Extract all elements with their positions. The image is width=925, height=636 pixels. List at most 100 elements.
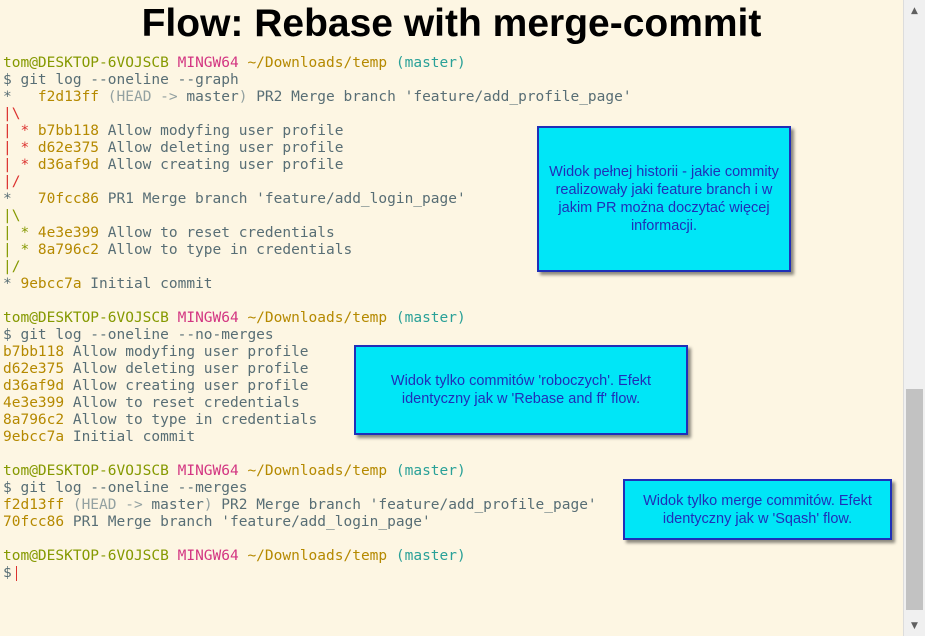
prompt-branch: (master)	[395, 55, 466, 71]
commit-hash: 8a796c2	[3, 412, 65, 428]
ref-head: HEAD ->	[81, 497, 152, 513]
command-line: $ git log --oneline --graph	[3, 72, 239, 89]
page-title: Flow: Rebase with merge-commit	[141, 2, 762, 45]
commit-message: Initial commit	[64, 429, 196, 445]
note-merges-only: Widok tylko merge commitów. Efekt identy…	[623, 479, 892, 540]
prompt-line: tom@DESKTOP-6VOJSCB MINGW64 ~/Downloads/…	[3, 463, 466, 480]
ref-paren: )	[203, 497, 213, 513]
commit-message: PR2 Merge branch 'feature/add_profile_pa…	[247, 89, 632, 105]
graph-row: |\	[3, 208, 21, 224]
prompt-branch: (master)	[395, 548, 466, 564]
commit-message: Initial commit	[81, 276, 213, 292]
commit-hash: 4e3e399	[37, 225, 100, 241]
prompt-line: tom@DESKTOP-6VOJSCB MINGW64 ~/Downloads/…	[3, 548, 466, 565]
prompt-path: ~/Downloads/temp	[247, 548, 388, 564]
commit-hash: 9ebcc7a	[3, 429, 65, 445]
note-full-history: Widok pełnej historii - jakie commity re…	[537, 126, 791, 272]
ref-branch: master	[151, 497, 204, 513]
log-row: f2d13ff (HEAD -> master) PR2 Merge branc…	[3, 497, 597, 514]
graph-row: | * 4e3e399 Allow to reset credentials	[3, 225, 335, 242]
ref-paren: (	[64, 497, 82, 513]
graph-row: | * 8a796c2 Allow to type in credentials	[3, 242, 352, 259]
graph-lines: *	[3, 89, 38, 105]
scroll-down-icon[interactable]: ▼	[911, 620, 918, 631]
commit-hash: d36af9d	[37, 157, 100, 173]
commit-message: Allow to reset credentials	[64, 395, 300, 411]
commit-hash: b7bb118	[3, 344, 65, 360]
graph-lines: | *	[3, 225, 38, 241]
graph-lines: | *	[3, 157, 38, 173]
graph-row: |/	[3, 259, 21, 275]
prompt-line: tom@DESKTOP-6VOJSCB MINGW64 ~/Downloads/…	[3, 310, 466, 327]
commit-message: Allow deleting user profile	[99, 140, 344, 156]
commit-message: Allow modyfing user profile	[64, 344, 309, 360]
graph-row: |/	[3, 174, 21, 190]
graph-row: | * d62e375 Allow deleting user profile	[3, 140, 343, 157]
prompt-shell: MINGW64	[177, 463, 239, 479]
prompt-path: ~/Downloads/temp	[247, 463, 388, 479]
log-row: 8a796c2 Allow to type in credentials	[3, 412, 317, 429]
scrollbar-thumb[interactable]	[906, 389, 923, 610]
command-input-line[interactable]: $	[3, 565, 18, 582]
commit-message: Allow creating user profile	[64, 378, 309, 394]
log-row: d36af9d Allow creating user profile	[3, 378, 309, 395]
graph-row: * f2d13ff (HEAD -> master) PR2 Merge bra…	[3, 89, 632, 106]
text-cursor	[15, 565, 18, 581]
commit-message: Allow to reset credentials	[99, 225, 335, 241]
commit-hash: d62e375	[3, 361, 65, 377]
command-text: git log --oneline --no-merges	[20, 327, 274, 343]
commit-message: Allow to type in credentials	[64, 412, 318, 428]
prompt-line: tom@DESKTOP-6VOJSCB MINGW64 ~/Downloads/…	[3, 55, 466, 72]
scroll-up-icon[interactable]: ▲	[911, 5, 918, 16]
prompt-shell: MINGW64	[177, 310, 239, 326]
terminal-window[interactable]: Flow: Rebase with merge-commit tom@DESKT…	[0, 0, 903, 636]
log-row: 9ebcc7a Initial commit	[3, 429, 195, 446]
graph-lines: | *	[3, 242, 38, 258]
prompt-user: tom@DESKTOP-6VOJSCB	[3, 55, 169, 71]
prompt-branch: (master)	[395, 463, 466, 479]
graph-row: * 70fcc86 PR1 Merge branch 'feature/add_…	[3, 191, 466, 208]
log-row: d62e375 Allow deleting user profile	[3, 361, 309, 378]
prompt-user: tom@DESKTOP-6VOJSCB	[3, 548, 169, 564]
ref-head: HEAD ->	[116, 89, 187, 105]
graph-row: | * d36af9d Allow creating user profile	[3, 157, 343, 174]
prompt-user: tom@DESKTOP-6VOJSCB	[3, 463, 169, 479]
log-row: 70fcc86 PR1 Merge branch 'feature/add_lo…	[3, 514, 431, 531]
commit-hash: d62e375	[37, 140, 100, 156]
ref-paren: )	[238, 89, 248, 105]
commit-message: PR1 Merge branch 'feature/add_login_page…	[64, 514, 431, 530]
graph-row: |\	[3, 106, 21, 122]
log-row: b7bb118 Allow modyfing user profile	[3, 344, 309, 361]
commit-hash: d36af9d	[3, 378, 65, 394]
prompt-symbol: $	[3, 72, 12, 88]
commit-message: Allow to type in credentials	[99, 242, 353, 258]
prompt-symbol: $	[3, 480, 12, 496]
commit-message: Allow modyfing user profile	[99, 123, 344, 139]
prompt-path: ~/Downloads/temp	[247, 310, 388, 326]
prompt-shell: MINGW64	[177, 548, 239, 564]
graph-row: * 9ebcc7a Initial commit	[3, 276, 213, 293]
commit-hash: 9ebcc7a	[20, 276, 82, 292]
prompt-shell: MINGW64	[177, 55, 239, 71]
graph-row: | * b7bb118 Allow modyfing user profile	[3, 123, 343, 140]
commit-hash: 4e3e399	[3, 395, 65, 411]
commit-hash: 8a796c2	[37, 242, 100, 258]
prompt-branch: (master)	[395, 310, 466, 326]
graph-lines: *	[3, 191, 38, 207]
vertical-scrollbar[interactable]: ▲ ▼	[903, 0, 925, 636]
graph-lines: | *	[3, 123, 38, 139]
graph-lines: | *	[3, 140, 38, 156]
command-line: $ git log --oneline --no-merges	[3, 327, 274, 344]
commit-hash: f2d13ff	[3, 497, 65, 513]
prompt-path: ~/Downloads/temp	[247, 55, 388, 71]
prompt-symbol: $	[3, 565, 12, 581]
log-row: 4e3e399 Allow to reset credentials	[3, 395, 300, 412]
commit-message: PR2 Merge branch 'feature/add_profile_pa…	[212, 497, 597, 513]
graph-lines: *	[3, 276, 21, 292]
commit-hash: 70fcc86	[3, 514, 65, 530]
commit-message: Allow creating user profile	[99, 157, 344, 173]
prompt-symbol: $	[3, 327, 12, 343]
commit-hash: b7bb118	[37, 123, 100, 139]
command-line: $ git log --oneline --merges	[3, 480, 247, 497]
commit-hash: f2d13ff	[37, 89, 100, 105]
